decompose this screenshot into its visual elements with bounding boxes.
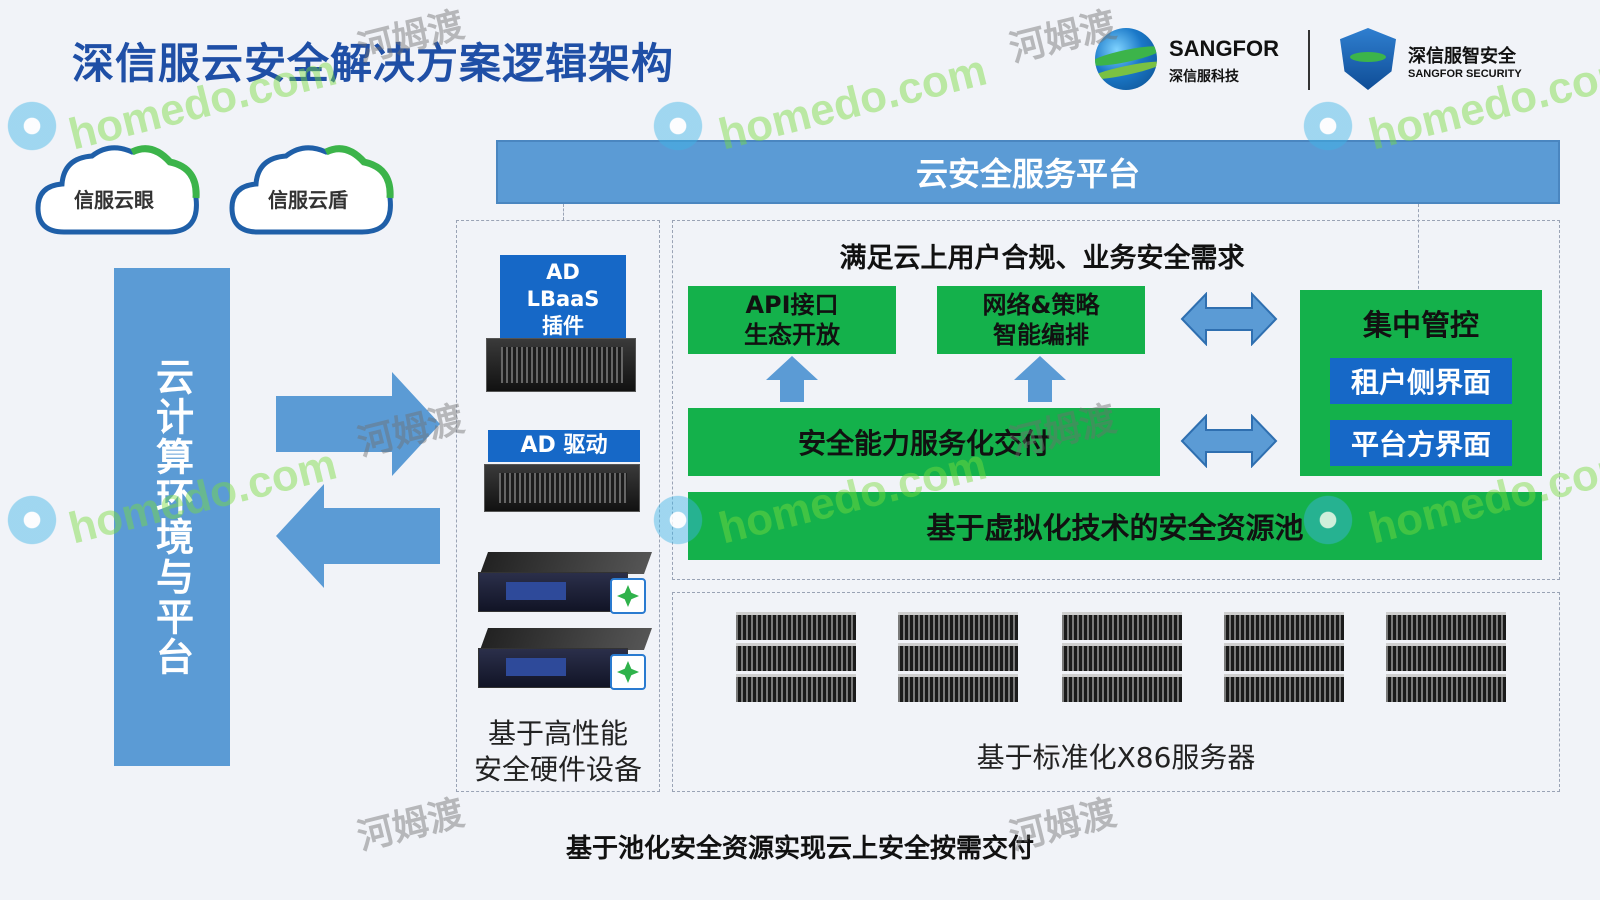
tenant-interface: 租户侧界面 bbox=[1330, 358, 1512, 404]
platform-interface: 平台方界面 bbox=[1330, 420, 1512, 466]
logo-divider bbox=[1308, 30, 1310, 90]
globe-icon bbox=[1095, 28, 1157, 90]
bottom-caption: 基于池化安全资源实现云上安全按需交付 bbox=[565, 834, 1034, 864]
watermark-flower-icon bbox=[4, 492, 60, 548]
software-panel bbox=[672, 220, 1560, 580]
software-heading: 满足云上用户合规、业务安全需求 bbox=[839, 243, 1245, 274]
security-appliance-image bbox=[478, 628, 653, 692]
x86-server-image bbox=[898, 612, 1018, 704]
appliance-logo-icon bbox=[610, 578, 646, 614]
rack-server-image bbox=[486, 338, 636, 392]
cloud-label: 信服云眼 bbox=[74, 188, 154, 212]
sangfor-logo-en: SANGFOR bbox=[1169, 36, 1279, 61]
cloud-icon bbox=[229, 145, 394, 235]
resource-pool-box: 基于虚拟化技术的安全资源池 bbox=[688, 492, 1542, 560]
sangfor-security-logo: 深信服智安全 SANGFOR SECURITY bbox=[1340, 28, 1580, 92]
ad-driver-label: AD 驱动 bbox=[488, 430, 640, 462]
cloud-environment-bar: 云计算环境与平台 bbox=[114, 268, 230, 766]
x86-server-image bbox=[736, 612, 856, 704]
cloud-environment-label: 云计算环境与平台 bbox=[149, 357, 194, 677]
connector-line bbox=[563, 204, 564, 220]
capability-delivery-box: 安全能力服务化交付 bbox=[688, 408, 1160, 476]
security-appliance-image bbox=[478, 552, 653, 616]
api-box: API接口 生态开放 bbox=[688, 286, 896, 354]
sangfor-logo: SANGFOR 深信服科技 bbox=[1095, 28, 1295, 92]
double-arrow-icon bbox=[1180, 292, 1278, 346]
cloud-icon bbox=[35, 145, 200, 235]
arrow-up-icon bbox=[1014, 356, 1066, 402]
page-title: 深信服云安全解决方案逻辑架构 bbox=[72, 39, 675, 88]
double-arrow-icon bbox=[1180, 414, 1278, 468]
x86-server-image bbox=[1224, 612, 1344, 704]
x86-caption: 基于标准化X86服务器 bbox=[976, 741, 1256, 774]
cloud-label: 信服云盾 bbox=[268, 188, 348, 212]
security-logo-cn: 深信服智安全 bbox=[1408, 46, 1516, 67]
hardware-caption: 基于高性能 安全硬件设备 bbox=[473, 717, 642, 786]
arrow-up-icon bbox=[766, 356, 818, 402]
central-management-box: 集中管控 租户侧界面 平台方界面 bbox=[1300, 290, 1542, 476]
network-orchestration-box: 网络&策略 智能编排 bbox=[937, 286, 1145, 354]
service-platform-bar: 云安全服务平台 bbox=[496, 140, 1560, 204]
security-logo-en: SANGFOR SECURITY bbox=[1408, 68, 1522, 80]
arrow-left-icon bbox=[276, 484, 440, 588]
central-management-title: 集中管控 bbox=[1362, 308, 1479, 342]
x86-server-image bbox=[1062, 612, 1182, 704]
rack-server-image bbox=[484, 464, 640, 512]
ad-lbaas-label: AD LBaaS 插件 bbox=[500, 255, 626, 341]
connector-line bbox=[1418, 204, 1419, 294]
arrow-right-icon bbox=[276, 372, 440, 476]
cloud-yunyan: 信服云眼 bbox=[34, 140, 204, 240]
sangfor-logo-cn: 深信服科技 bbox=[1169, 69, 1239, 85]
x86-server-panel bbox=[672, 592, 1560, 792]
shield-icon bbox=[1340, 28, 1396, 90]
appliance-logo-icon bbox=[610, 654, 646, 690]
cloud-yundun: 信服云盾 bbox=[228, 140, 398, 240]
x86-server-image bbox=[1386, 612, 1506, 704]
bidirectional-arrows bbox=[276, 372, 440, 588]
